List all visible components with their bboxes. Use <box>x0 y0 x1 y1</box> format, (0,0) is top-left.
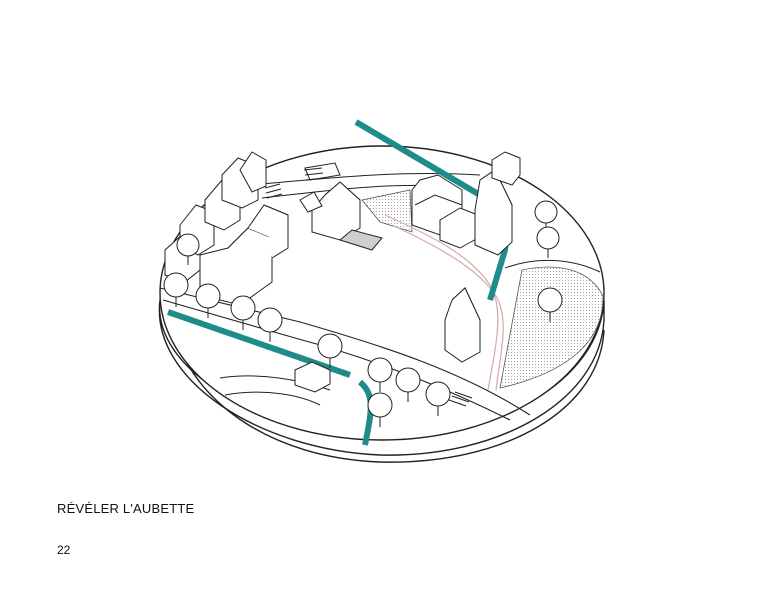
road-upper <box>249 172 481 186</box>
disc-bottom-edge <box>169 315 605 463</box>
figure-caption: RÉVÉLER L'AUBETTE <box>57 501 195 516</box>
building-center <box>299 162 383 251</box>
road-lower <box>159 287 531 416</box>
walking-path-2 <box>391 224 504 391</box>
crosswalks <box>264 167 473 407</box>
road-right <box>504 259 601 273</box>
trees <box>163 200 563 427</box>
buildings-right-cluster <box>294 151 521 393</box>
road-lower-edge <box>162 299 511 421</box>
page-number: 22 <box>57 543 71 557</box>
walking-path <box>384 214 499 391</box>
dotted-field-right <box>499 266 604 389</box>
buildings-left-cluster <box>164 151 289 306</box>
river-left <box>167 309 351 378</box>
